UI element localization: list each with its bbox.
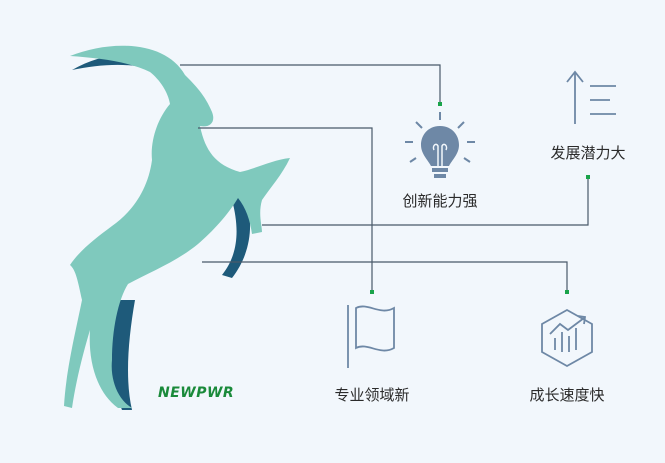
lightbulb-icon — [405, 112, 475, 178]
flag-icon — [347, 305, 395, 368]
connector-field — [198, 127, 373, 292]
arrow-up-lines-icon — [566, 70, 616, 124]
feature-label-potential: 发展潜力大 — [550, 144, 626, 162]
connector-growth — [202, 261, 568, 292]
feature-label-field: 专业领域新 — [334, 386, 410, 404]
brand-logo: NEWPWR — [158, 385, 235, 401]
goat-body — [64, 45, 290, 408]
connector-lines — [180, 64, 589, 292]
connector-potential — [262, 178, 589, 226]
goat-illustration — [64, 45, 290, 410]
goat-front-leg-dark — [222, 195, 251, 278]
feature-label-innovation: 创新能力强 — [402, 192, 478, 210]
feature-label-growth: 成长速度快 — [529, 386, 605, 404]
connector-dots — [370, 102, 590, 294]
growth-chart-cube-icon — [541, 308, 593, 368]
connector-innovation — [180, 64, 441, 104]
